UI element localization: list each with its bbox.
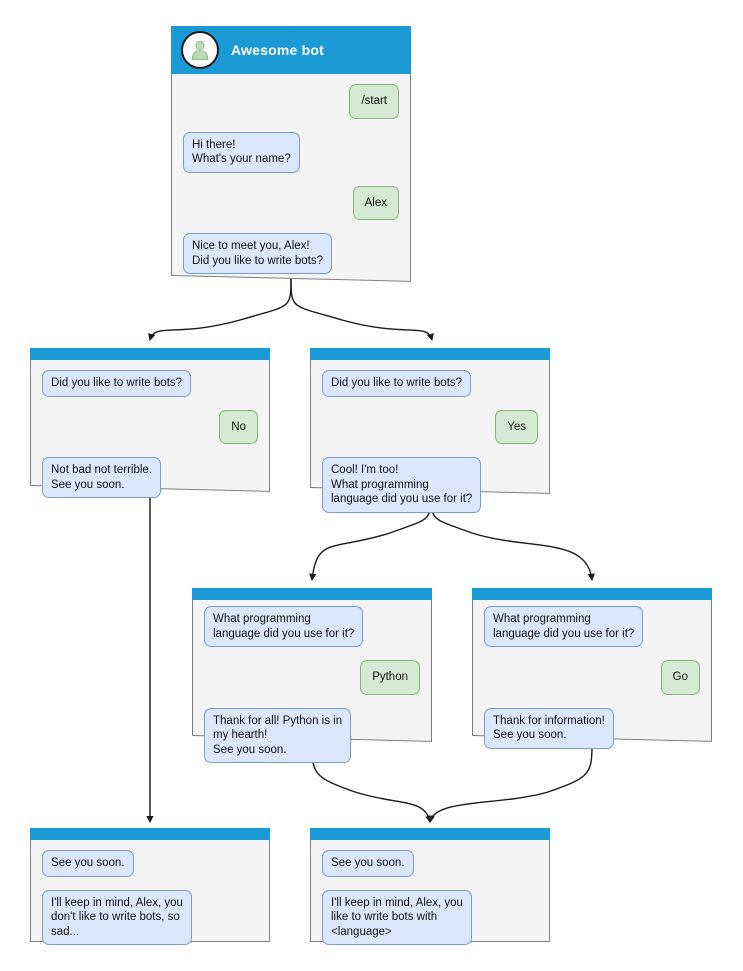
- end-no-card[interactable]: See you soon. I'll keep in mind, Alex, y…: [30, 828, 270, 945]
- bot-bubble[interactable]: What programming language did you use fo…: [484, 606, 644, 647]
- message-row: Did you like to write bots?: [42, 370, 258, 397]
- user-bubble[interactable]: No: [219, 409, 258, 444]
- bot-bubble[interactable]: Not bad not terrible. See you soon.: [42, 457, 162, 498]
- message-row: Not bad not terrible. See you soon.: [42, 457, 258, 498]
- bot-bubble[interactable]: See you soon.: [42, 850, 134, 877]
- bot-bubble[interactable]: Cool! I'm too! What programming language…: [322, 457, 482, 513]
- message-row: /start: [183, 84, 399, 119]
- message-row: Thank for information! See you soon.: [484, 707, 700, 749]
- python-branch-card-header: [192, 588, 432, 600]
- message-row: Alex: [183, 185, 399, 220]
- no-branch-card-header: [30, 348, 270, 360]
- end-yes-card-messages: See you soon. I'll keep in mind, Alex, y…: [310, 840, 550, 955]
- user-bubble[interactable]: Alex: [352, 185, 399, 220]
- message-row: What programming language did you use fo…: [204, 606, 420, 647]
- person-avatar-icon: [181, 31, 219, 69]
- no-branch-card[interactable]: Did you like to write bots? No Not bad n…: [30, 348, 270, 498]
- message-row: I'll keep in mind, Alex, you like to wri…: [322, 889, 538, 945]
- python-branch-card-messages: What programming language did you use fo…: [192, 596, 432, 773]
- message-row: Thank for all! Python is in my hearth! S…: [204, 707, 420, 763]
- user-bubble[interactable]: Yes: [495, 409, 538, 444]
- bot-title: Awesome bot: [231, 42, 324, 58]
- edge-start-to-yes: [290, 276, 434, 342]
- go-branch-card[interactable]: What programming language did you use fo…: [472, 588, 712, 749]
- user-bubble[interactable]: Python: [360, 660, 420, 695]
- bot-bubble[interactable]: I'll keep in mind, Alex, you don't like …: [42, 889, 192, 945]
- bot-bubble[interactable]: Hi there! What's your name?: [183, 131, 300, 173]
- bot-bubble[interactable]: Thank for all! Python is in my hearth! S…: [204, 707, 352, 763]
- message-row: Hi there! What's your name?: [183, 131, 399, 173]
- no-branch-card-messages: Did you like to write bots? No Not bad n…: [30, 360, 270, 508]
- start-card-messages: /start Hi there! What's your name? Alex …: [171, 74, 411, 284]
- message-row: See you soon.: [42, 850, 258, 877]
- bot-bubble[interactable]: I'll keep in mind, Alex, you like to wri…: [322, 889, 472, 945]
- edge-start-to-no: [148, 276, 292, 342]
- bot-bubble[interactable]: Nice to meet you, Alex! Did you like to …: [183, 233, 333, 274]
- message-row: See you soon.: [322, 850, 538, 877]
- user-bubble[interactable]: Go: [660, 660, 700, 695]
- yes-branch-card-messages: Did you like to write bots? Yes Cool! I'…: [310, 360, 550, 523]
- end-no-card-header: [30, 828, 270, 840]
- yes-branch-card-header: [310, 348, 550, 360]
- message-row: Yes: [322, 409, 538, 444]
- user-bubble[interactable]: /start: [349, 84, 399, 119]
- message-row: What programming language did you use fo…: [484, 606, 700, 647]
- message-row: No: [42, 409, 258, 444]
- start-card-header: Awesome bot: [171, 26, 411, 74]
- python-branch-card[interactable]: What programming language did you use fo…: [192, 588, 432, 763]
- bot-bubble[interactable]: Thank for information! See you soon.: [484, 707, 614, 749]
- message-row: Python: [204, 660, 420, 695]
- go-branch-card-header: [472, 588, 712, 600]
- bot-bubble[interactable]: What programming language did you use fo…: [204, 606, 364, 647]
- yes-branch-card[interactable]: Did you like to write bots? Yes Cool! I'…: [310, 348, 550, 513]
- message-row: Nice to meet you, Alex! Did you like to …: [183, 233, 399, 274]
- go-branch-card-messages: What programming language did you use fo…: [472, 596, 712, 759]
- message-row: I'll keep in mind, Alex, you don't like …: [42, 889, 258, 945]
- end-yes-card[interactable]: See you soon. I'll keep in mind, Alex, y…: [310, 828, 550, 945]
- bot-bubble[interactable]: See you soon.: [322, 850, 414, 877]
- start-card[interactable]: Awesome bot /start Hi there! What's your…: [171, 26, 411, 282]
- bot-bubble[interactable]: Did you like to write bots?: [42, 370, 192, 397]
- end-no-card-messages: See you soon. I'll keep in mind, Alex, y…: [30, 840, 270, 955]
- message-row: Did you like to write bots?: [322, 370, 538, 397]
- end-yes-card-header: [310, 828, 550, 840]
- message-row: Go: [484, 660, 700, 695]
- bot-bubble[interactable]: Did you like to write bots?: [322, 370, 472, 397]
- message-row: Cool! I'm too! What programming language…: [322, 457, 538, 513]
